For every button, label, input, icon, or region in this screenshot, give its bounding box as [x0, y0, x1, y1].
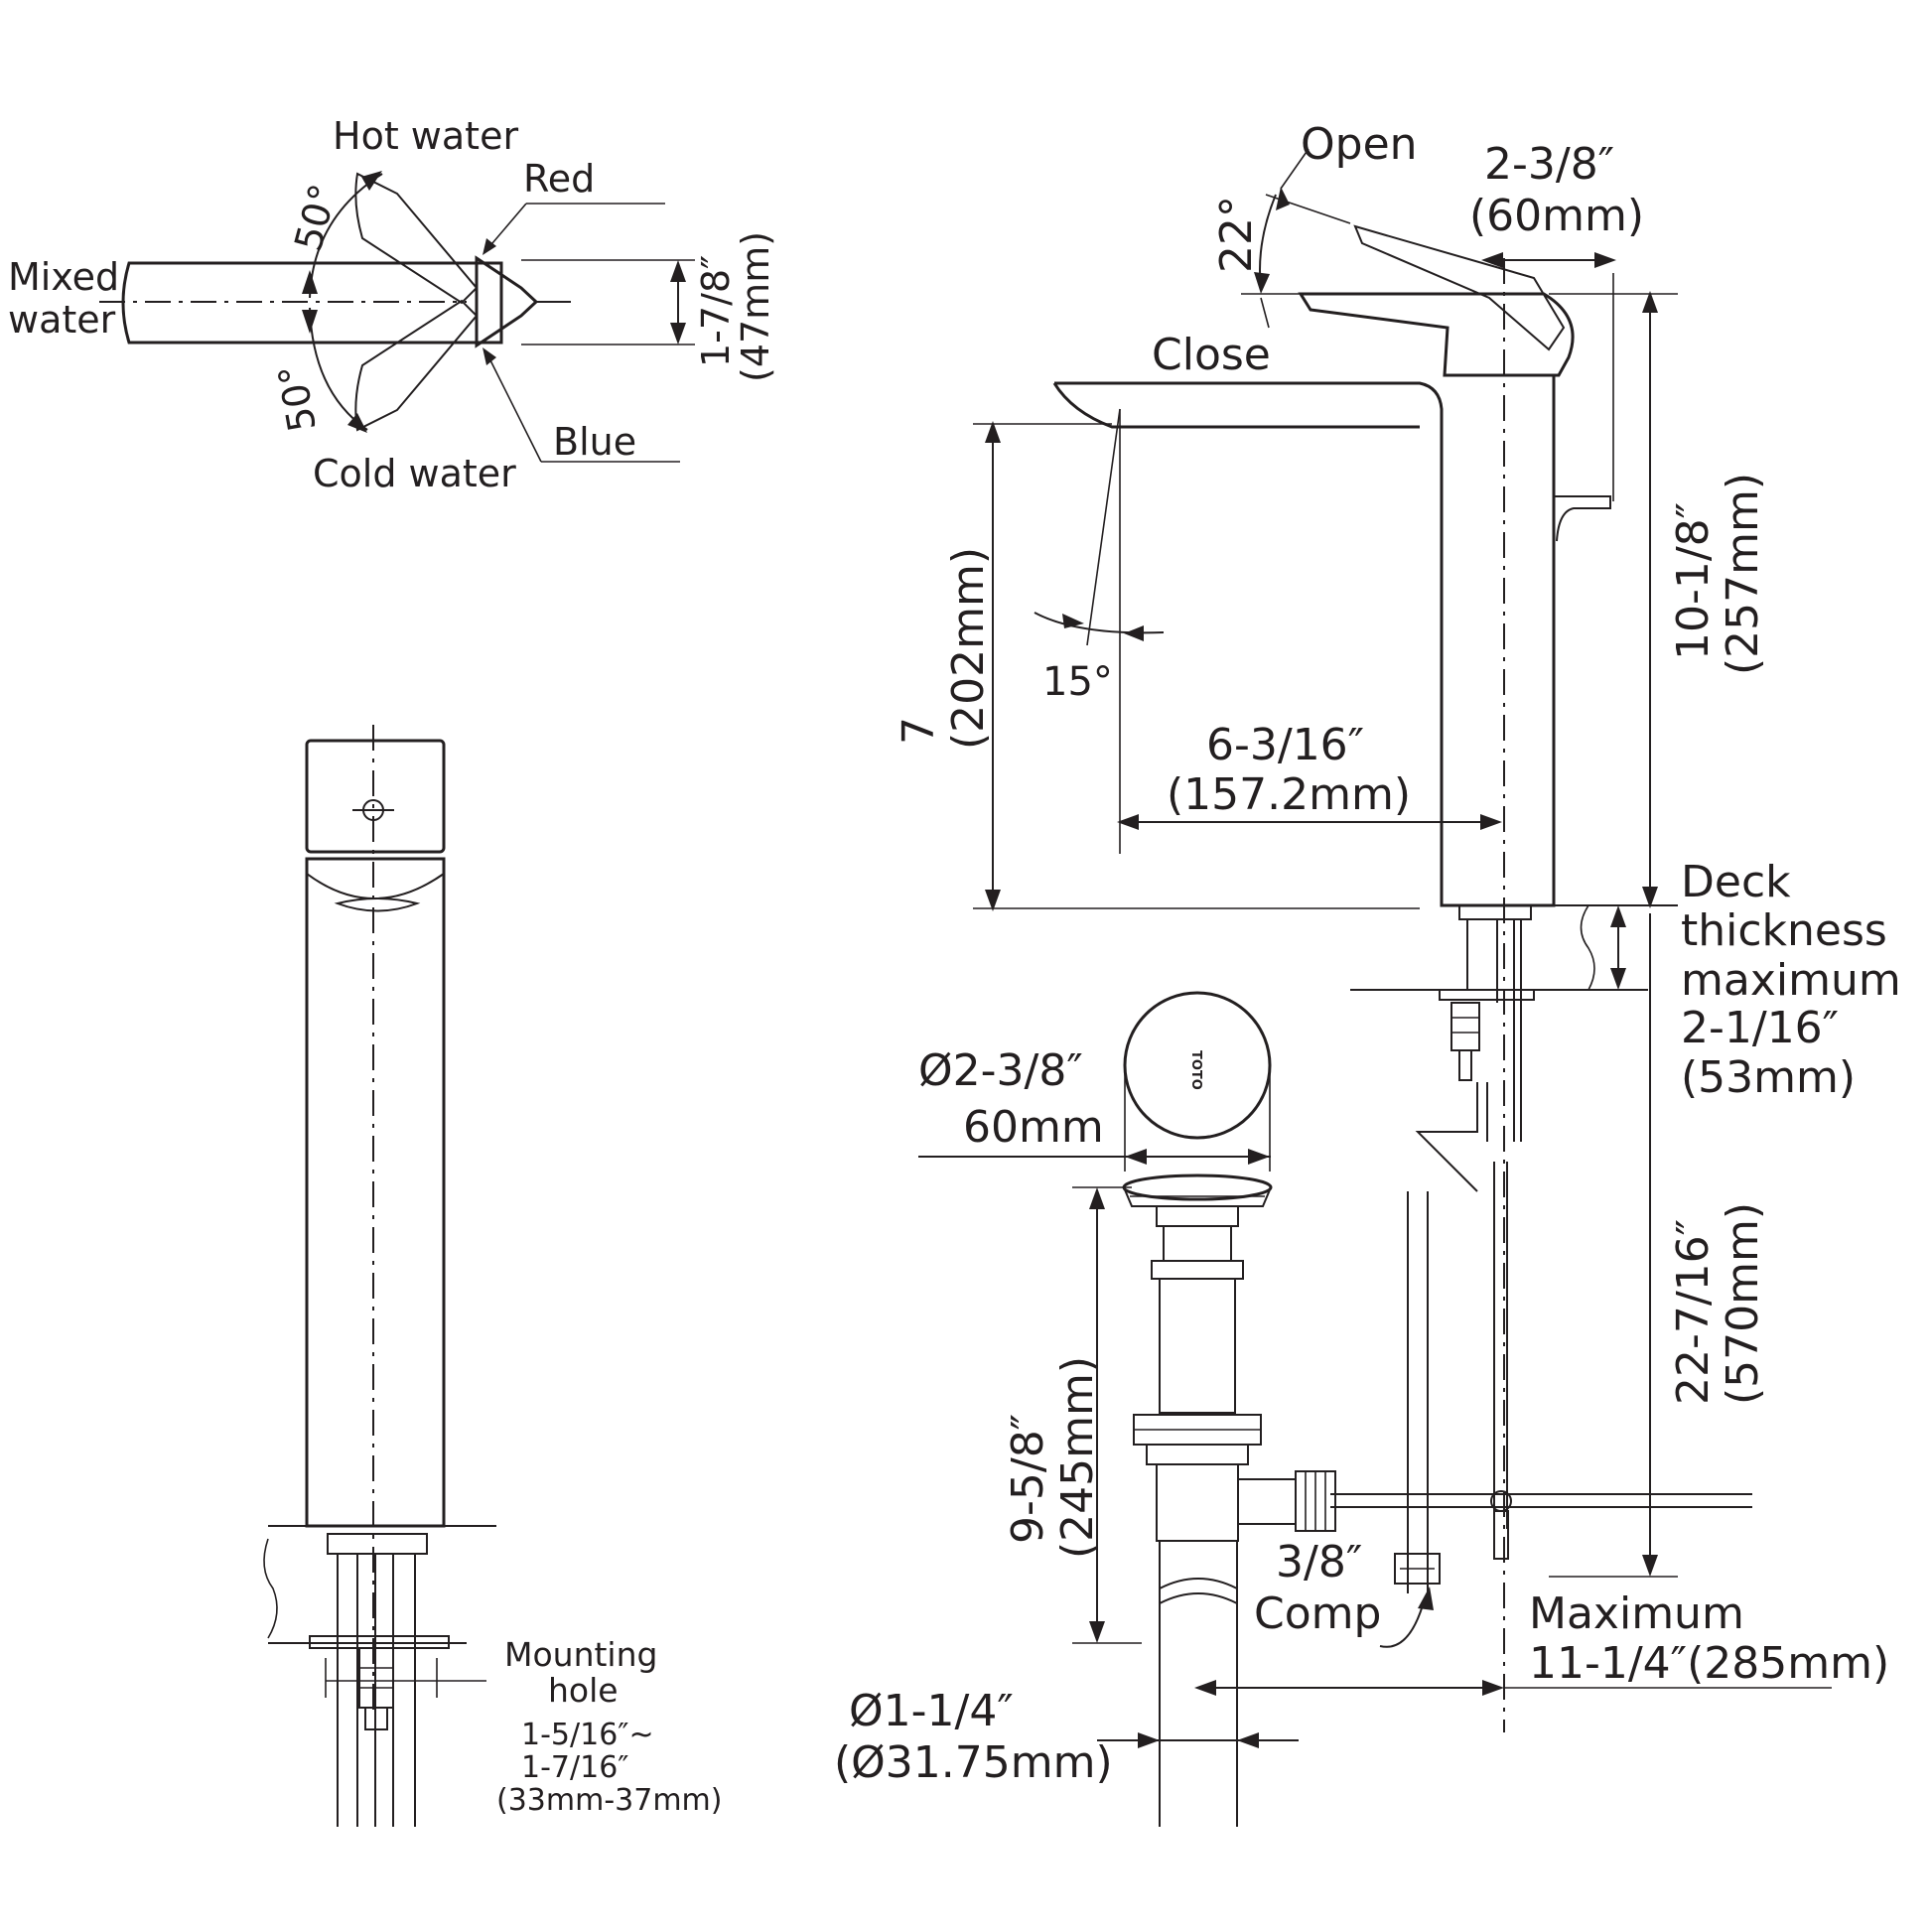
hot-water-label: Hot water — [333, 114, 518, 158]
mounting-hole-size-2: 1-7/16″ — [521, 1750, 629, 1785]
close-label: Close — [1152, 330, 1271, 380]
cap-diameter-mm: 60mm — [963, 1102, 1104, 1153]
open-label: Open — [1301, 119, 1418, 170]
spout-angle-label: 15° — [1042, 659, 1113, 705]
mixed-water-label-2: water — [8, 298, 116, 342]
cap-diameter-in: Ø2-3/8″ — [918, 1045, 1083, 1096]
total-height-mm: (257mm) — [1718, 473, 1768, 675]
front-view: Mounting hole 1-5/16″~ 1-7/16″ (33mm-37m… — [263, 725, 722, 1827]
handle-width-mm: (47mm) — [734, 231, 777, 382]
mounting-hole-label-1: Mounting — [504, 1635, 657, 1674]
hot-angle-label: 50° — [286, 180, 345, 255]
deck-thickness-mm: (53mm) — [1681, 1052, 1856, 1103]
handle-top-view: Hot water Cold water Mixed water Red Blu… — [8, 114, 777, 495]
deck-thickness-label-2: thickness — [1681, 905, 1887, 956]
mounting-hole-size-1: 1-5/16″~ — [521, 1718, 654, 1752]
maximum-value: 11-1/4″(285mm) — [1529, 1638, 1889, 1689]
toto-logo-text: TOTO — [1188, 1050, 1203, 1090]
hose-length-mm: (570mm) — [1718, 1202, 1768, 1405]
deck-thickness-label-3: maximum — [1681, 955, 1901, 1006]
drain-length-mm: (245mm) — [1052, 1356, 1103, 1559]
cold-angle-label: 50° — [270, 361, 325, 435]
comp-size-label: 3/8″ — [1276, 1537, 1362, 1587]
maximum-label: Maximum — [1529, 1588, 1744, 1639]
reach-in: 6-3/16″ — [1206, 720, 1364, 770]
spout-height-in: 7 — [894, 717, 944, 745]
total-height-in: 10-1/8″ — [1668, 502, 1719, 660]
mounting-hole-label-2: hole — [548, 1671, 619, 1710]
comp-label: Comp — [1254, 1588, 1381, 1639]
lever-length-mm: (60mm) — [1469, 191, 1644, 241]
cold-water-label: Cold water — [313, 452, 516, 495]
side-view: TOTO — [834, 119, 1901, 1827]
mounting-hole-size-mm: (33mm-37mm) — [496, 1783, 722, 1818]
deck-thickness-label-1: Deck — [1681, 857, 1791, 907]
hose-length-in: 22-7/16″ — [1668, 1219, 1719, 1405]
red-label: Red — [523, 157, 595, 201]
mixed-water-label-1: Mixed — [8, 255, 119, 299]
handle-width-in: 1-7/8″ — [694, 255, 738, 367]
lever-angle-label: 22° — [1211, 196, 1262, 273]
blue-label: Blue — [553, 420, 636, 464]
lever-length-in: 2-3/8″ — [1484, 139, 1614, 190]
drain-length-in: 9-5/8″ — [1003, 1414, 1053, 1544]
reach-mm: (157.2mm) — [1167, 769, 1411, 820]
deck-thickness-in: 2-1/16″ — [1681, 1003, 1839, 1053]
spout-height-mm: (202mm) — [943, 547, 994, 750]
tailpiece-diameter-mm: (Ø31.75mm) — [834, 1737, 1113, 1788]
tailpiece-diameter-in: Ø1-1/4″ — [849, 1686, 1014, 1736]
